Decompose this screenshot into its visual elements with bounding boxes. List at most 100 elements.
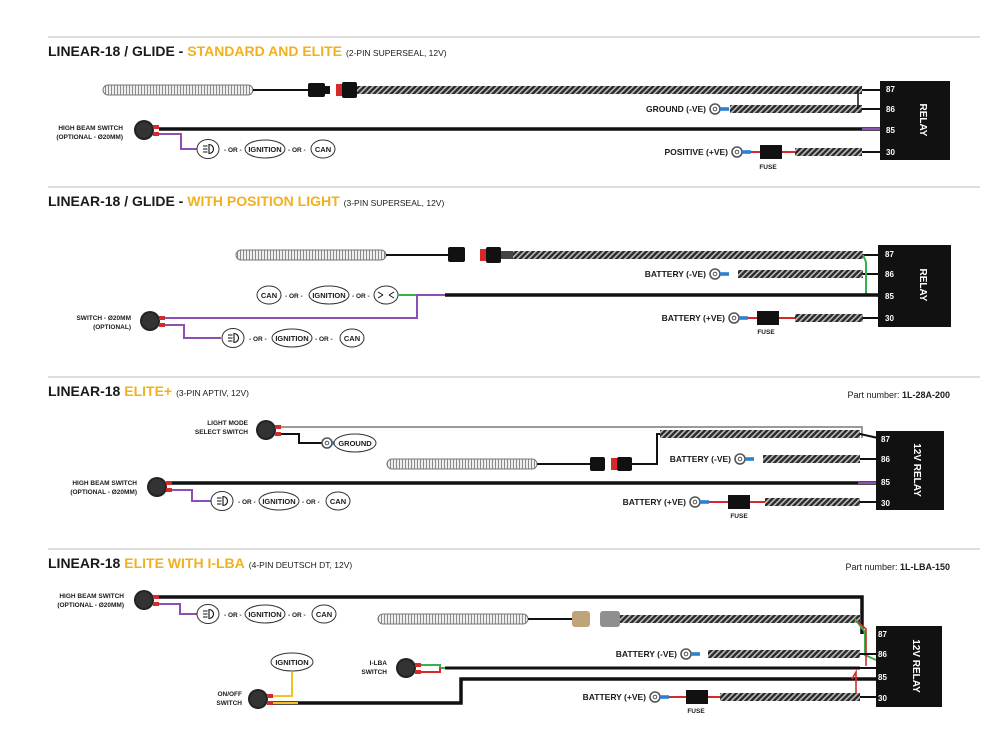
switch-label-2: (OPTIONAL - Ø20MM) xyxy=(70,489,137,496)
pin-85: 85 xyxy=(878,673,887,682)
headlight-icon xyxy=(196,138,220,160)
or-text: - OR - xyxy=(224,612,242,619)
ring-terminal-icon xyxy=(709,103,730,115)
switch-label-2: (OPTIONAL) xyxy=(93,324,131,331)
ignition-option-label: IGNITION xyxy=(312,291,345,300)
pin-30: 30 xyxy=(886,148,895,157)
switch-label-2: (OPTIONAL - Ø20MM) xyxy=(56,134,123,141)
ring-terminal-icon xyxy=(728,312,749,324)
connector-icon xyxy=(572,611,620,627)
connector-icon xyxy=(448,247,513,263)
pin-86: 86 xyxy=(885,270,894,279)
title-sub: (4-PIN DEUTSCH DT, 12V) xyxy=(249,560,353,570)
pin-30: 30 xyxy=(881,499,890,508)
relay xyxy=(876,626,942,707)
section-title: LINEAR-18 / GLIDE - WITH POSITION LIGHT (… xyxy=(48,193,444,209)
ground-label: BATTERY (-VE) xyxy=(616,649,677,659)
positive-label: BATTERY (+VE) xyxy=(583,692,647,702)
can-option-label: CAN xyxy=(316,610,332,619)
ring-terminal-icon xyxy=(709,268,730,280)
headlight-icon xyxy=(221,327,245,349)
switch-knob-icon xyxy=(140,311,160,331)
switch-knob-icon xyxy=(147,477,167,497)
pin-85: 85 xyxy=(885,292,894,301)
ring-terminal-icon xyxy=(734,453,755,465)
switch-knob-icon xyxy=(248,689,268,709)
light-bar-icon xyxy=(377,613,529,625)
relay-label: RELAY xyxy=(917,104,928,137)
switch-knob-icon xyxy=(134,590,154,610)
title-main: LINEAR-18 / GLIDE - xyxy=(48,193,187,209)
fuse-icon xyxy=(757,311,779,325)
ignition-oval-label: IGNITION xyxy=(275,658,308,667)
or-text: - OR - xyxy=(288,612,306,619)
can-option xyxy=(311,604,337,624)
can-option xyxy=(256,285,282,305)
or-text: - OR - xyxy=(285,293,303,300)
fuse-label: FUSE xyxy=(687,708,705,715)
or-text: - OR - xyxy=(315,336,333,343)
ground-label: GROUND (-VE) xyxy=(646,104,706,114)
light-bar-icon xyxy=(102,84,254,96)
ignition-option xyxy=(244,139,286,159)
section-elite-with-ilba: LINEAR-18 ELITE WITH I-LBA(4-PIN DEUTSCH… xyxy=(48,548,980,715)
pin-87: 87 xyxy=(885,250,894,259)
ground-oval xyxy=(333,433,377,453)
pin-87: 87 xyxy=(878,630,887,639)
fuse-icon xyxy=(728,495,750,509)
connector-icon xyxy=(590,457,632,471)
ring-terminal-icon xyxy=(649,691,670,703)
title-accent: ELITE+ xyxy=(124,383,172,399)
switch-knob-icon xyxy=(134,120,154,140)
switch-label-1: HIGH BEAM SWITCH xyxy=(72,480,137,487)
relay-label: 12V RELAY xyxy=(911,443,922,497)
switch-label-2: (OPTIONAL - Ø20MM) xyxy=(57,602,124,609)
ilba-label-1: I-LBA xyxy=(370,660,388,667)
part-number-value: 1L-LBA-150 xyxy=(900,562,950,572)
connector-icon xyxy=(308,82,357,98)
or-text: - OR - xyxy=(249,336,267,343)
ignition-option xyxy=(258,491,300,511)
ground-label: BATTERY (-VE) xyxy=(670,454,731,464)
pin-87: 87 xyxy=(881,435,890,444)
switch-label-1: HIGH BEAM SWITCH xyxy=(59,593,124,600)
pin-86: 86 xyxy=(881,455,890,464)
mode-switch-label-1: LIGHT MODE xyxy=(207,420,248,427)
light-bar-icon xyxy=(386,458,538,470)
fuse-label: FUSE xyxy=(730,513,748,520)
ring-terminal-icon xyxy=(680,648,701,660)
or-text: - OR - xyxy=(224,147,242,154)
switch-label-1: SWITCH - Ø20MM xyxy=(76,315,131,322)
relay-label: RELAY xyxy=(917,269,928,302)
braided-harness xyxy=(660,430,860,438)
ground-oval-label: GROUND xyxy=(338,439,372,448)
fuse-label: FUSE xyxy=(757,329,775,336)
part-number-label: Part number: xyxy=(845,562,900,572)
title-sub: (3-PIN SUPERSEAL, 12V) xyxy=(344,198,445,208)
section-with-position-light: LINEAR-18 / GLIDE - WITH POSITION LIGHT (… xyxy=(48,186,980,349)
section-title: LINEAR-18 / GLIDE - STANDARD AND ELITE(2… xyxy=(48,43,447,59)
title-accent: ELITE WITH I-LBA xyxy=(124,555,245,571)
ignition-option-label: IGNITION xyxy=(275,334,308,343)
or-text: - OR - xyxy=(352,293,370,300)
headlight-icon xyxy=(210,490,234,512)
pin-85: 85 xyxy=(886,126,895,135)
can-option-label: CAN xyxy=(315,145,331,154)
part-number: Part number: 1L-28A-200 xyxy=(847,390,950,400)
switch-knob-icon xyxy=(256,420,276,440)
ignition-option-label: IGNITION xyxy=(262,497,295,506)
section-elite-plus: LINEAR-18 ELITE+(3-PIN APTIV, 12V) Part … xyxy=(48,376,980,520)
title-accent: WITH POSITION LIGHT xyxy=(187,193,340,209)
onoff-label-2: SWITCH xyxy=(216,700,242,707)
title-accent: STANDARD AND ELITE xyxy=(187,43,342,59)
title-main: LINEAR-18 / GLIDE - xyxy=(48,43,187,59)
pin-85: 85 xyxy=(881,478,890,487)
light-bar-icon xyxy=(235,249,387,261)
pin-86: 86 xyxy=(878,650,887,659)
part-number: Part number: 1L-LBA-150 xyxy=(845,562,950,572)
braided-harness xyxy=(357,86,862,94)
pin-87: 87 xyxy=(886,85,895,94)
section-title: LINEAR-18 ELITE WITH I-LBA(4-PIN DEUTSCH… xyxy=(48,555,352,571)
part-number-label: Part number: xyxy=(847,390,902,400)
